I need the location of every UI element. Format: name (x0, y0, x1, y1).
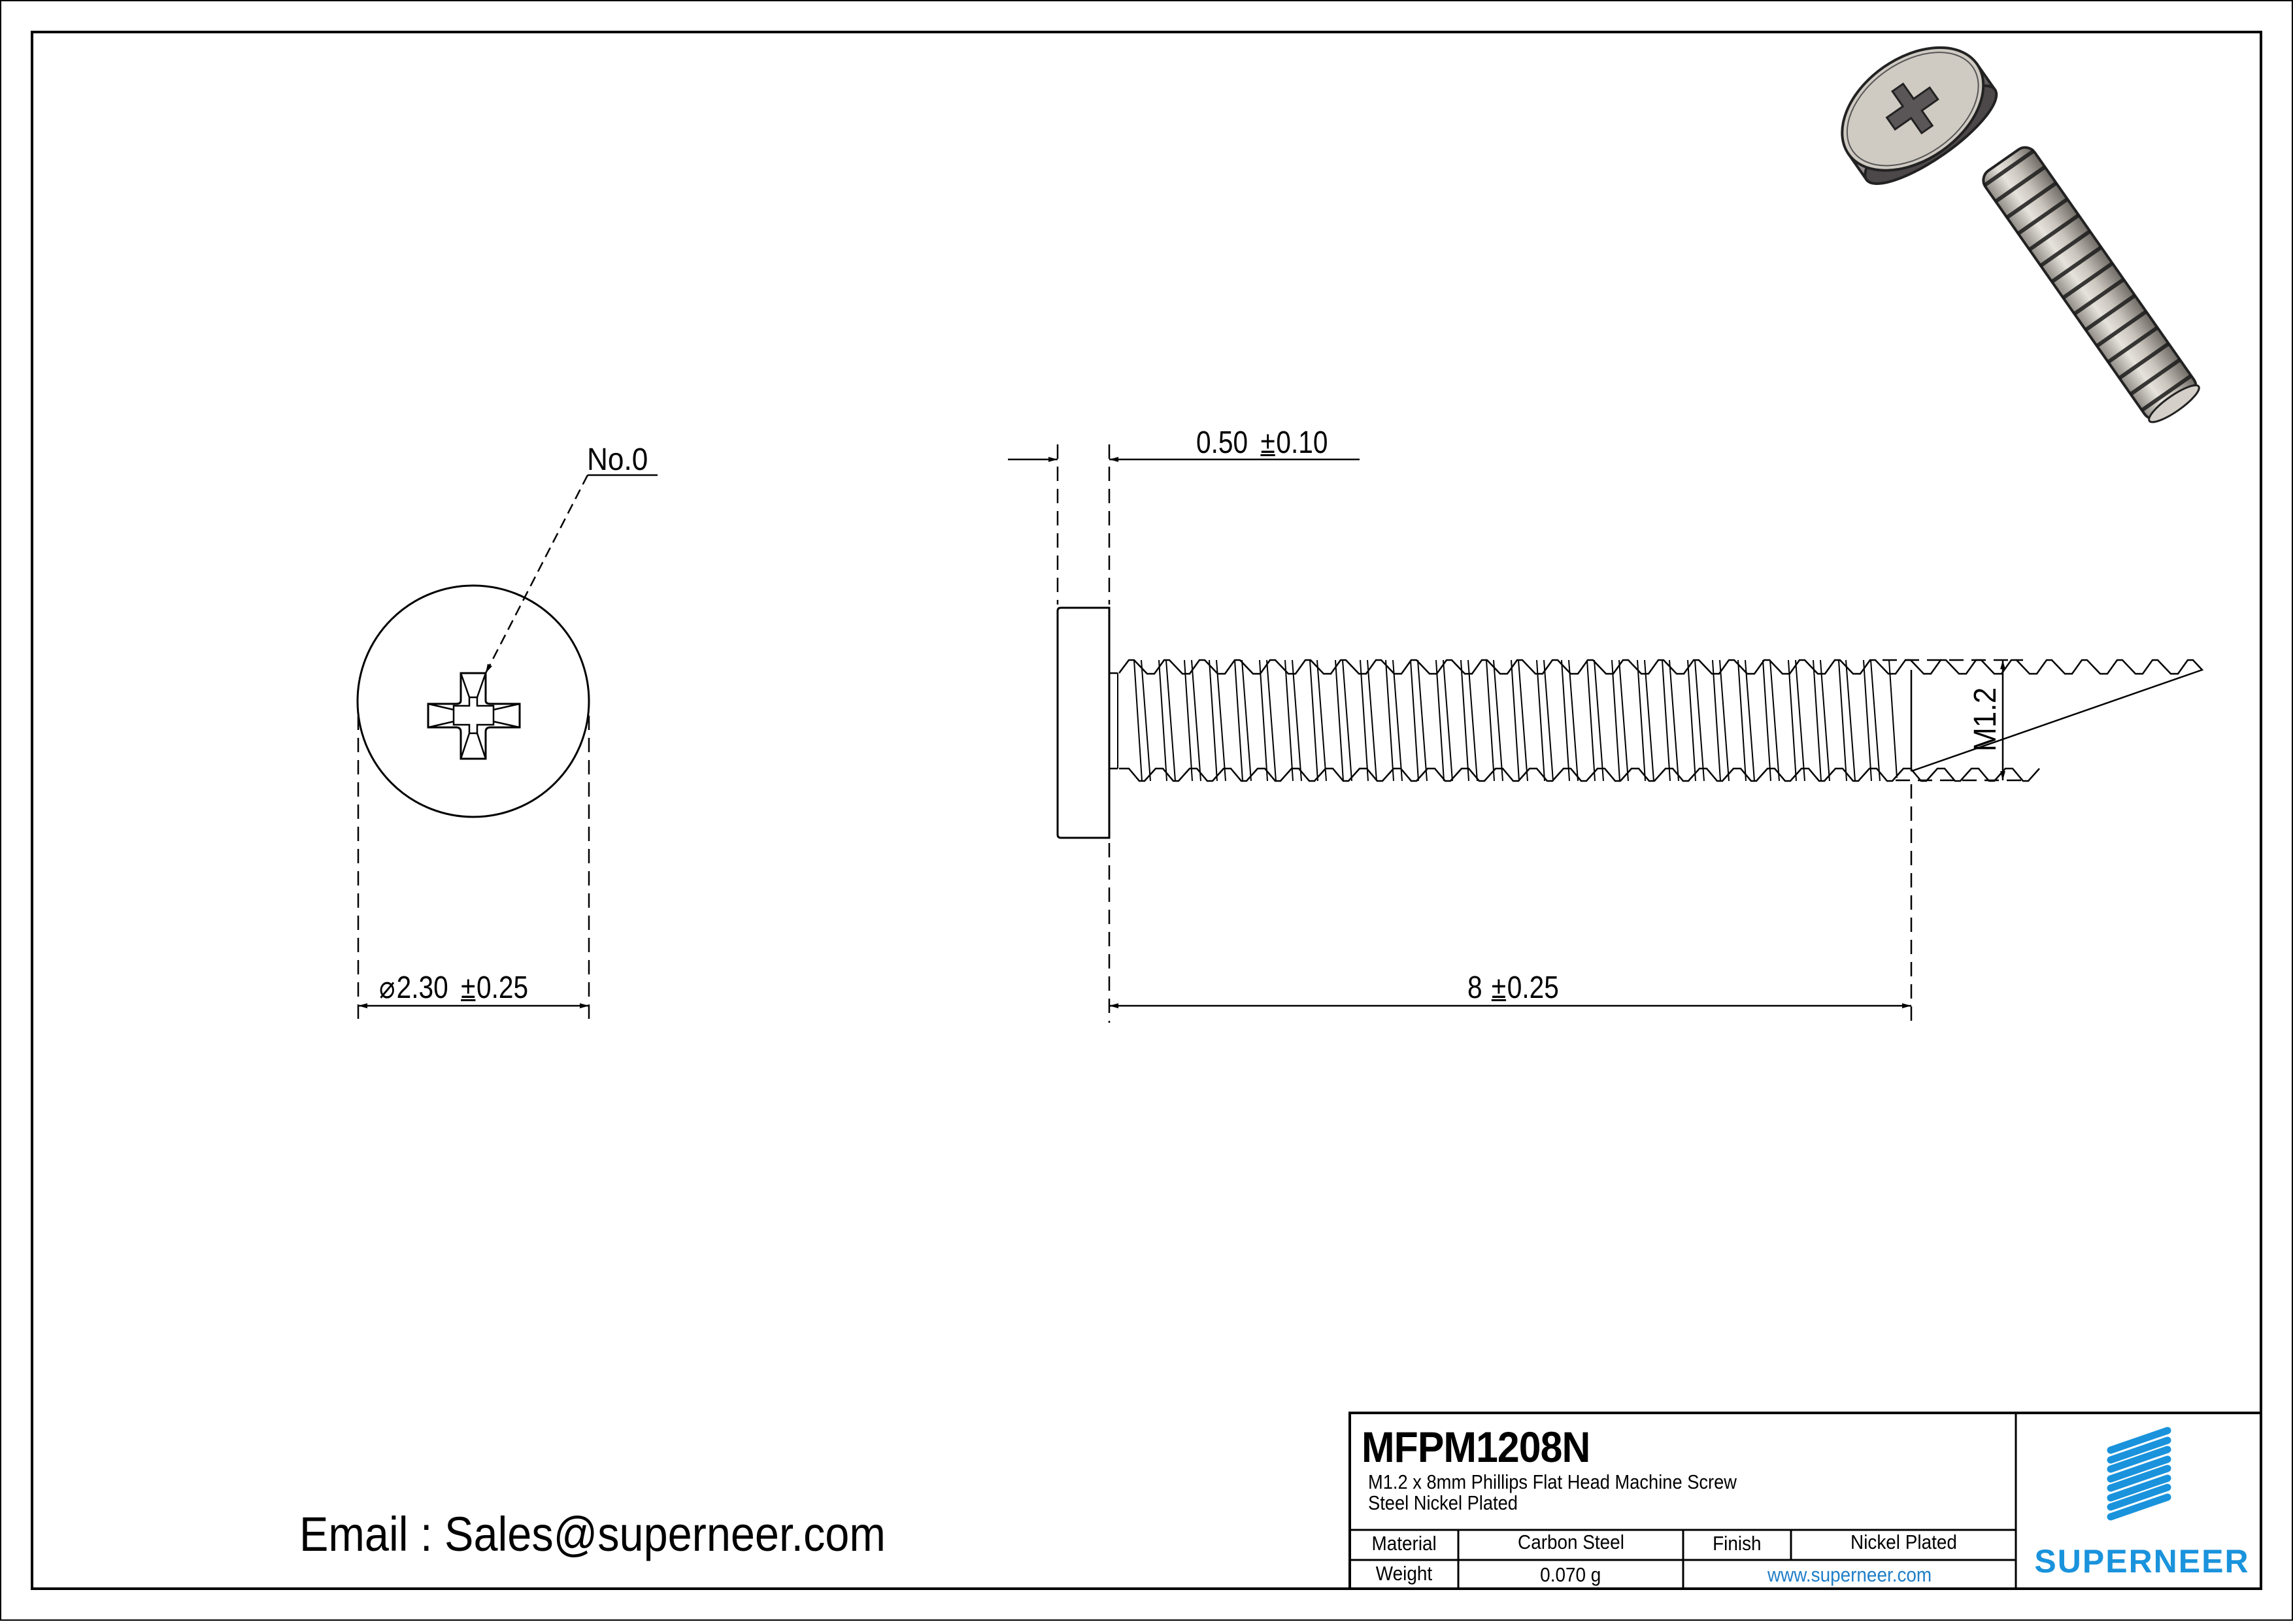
material-value: Carbon Steel (1517, 1531, 1624, 1553)
phillips-recess-icon (427, 672, 521, 760)
weight-label: Weight (1375, 1562, 1433, 1585)
drive-size-label: No.0 (587, 442, 648, 477)
brand-name: SUPERNEER (2034, 1543, 2250, 1580)
side-view (1008, 444, 2204, 1023)
head-diameter-dimension: ⌀2.30 ±0.25 (379, 970, 529, 1005)
website-link[interactable]: www.superneer.com (1767, 1563, 1932, 1586)
finish-label: Finish (1713, 1532, 1762, 1555)
finish-value: Nickel Plated (1850, 1531, 1957, 1553)
head-thickness-dimension: 0.50 ±0.10 (1196, 425, 1328, 460)
thread-size-dimension: M1.2 (1968, 687, 2003, 752)
length-dimension: 8 ±0.25 (1467, 970, 1560, 1005)
weight-value: 0.070 g (1540, 1563, 1601, 1586)
superneer-stripes-logo-icon (2107, 1427, 2171, 1521)
diameter-symbol-icon: ⌀ (379, 970, 395, 1005)
title-block-grid (1348, 1412, 2262, 1590)
part-number: MFPM1208N (1362, 1423, 1590, 1471)
contact-email[interactable]: Email : Sales@superneer.com (299, 1507, 886, 1561)
material-label: Material (1371, 1532, 1437, 1555)
part-description: M1.2 x 8mm Phillips Flat Head Machine Sc… (1368, 1470, 1737, 1514)
title-block: MFPM1208N M1.2 x 8mm Phillips Flat Head … (1350, 1413, 2261, 1589)
screw-3d-render-icon (1841, 46, 2200, 423)
drawing-frame (31, 31, 2262, 1590)
top-view (356, 474, 658, 1023)
